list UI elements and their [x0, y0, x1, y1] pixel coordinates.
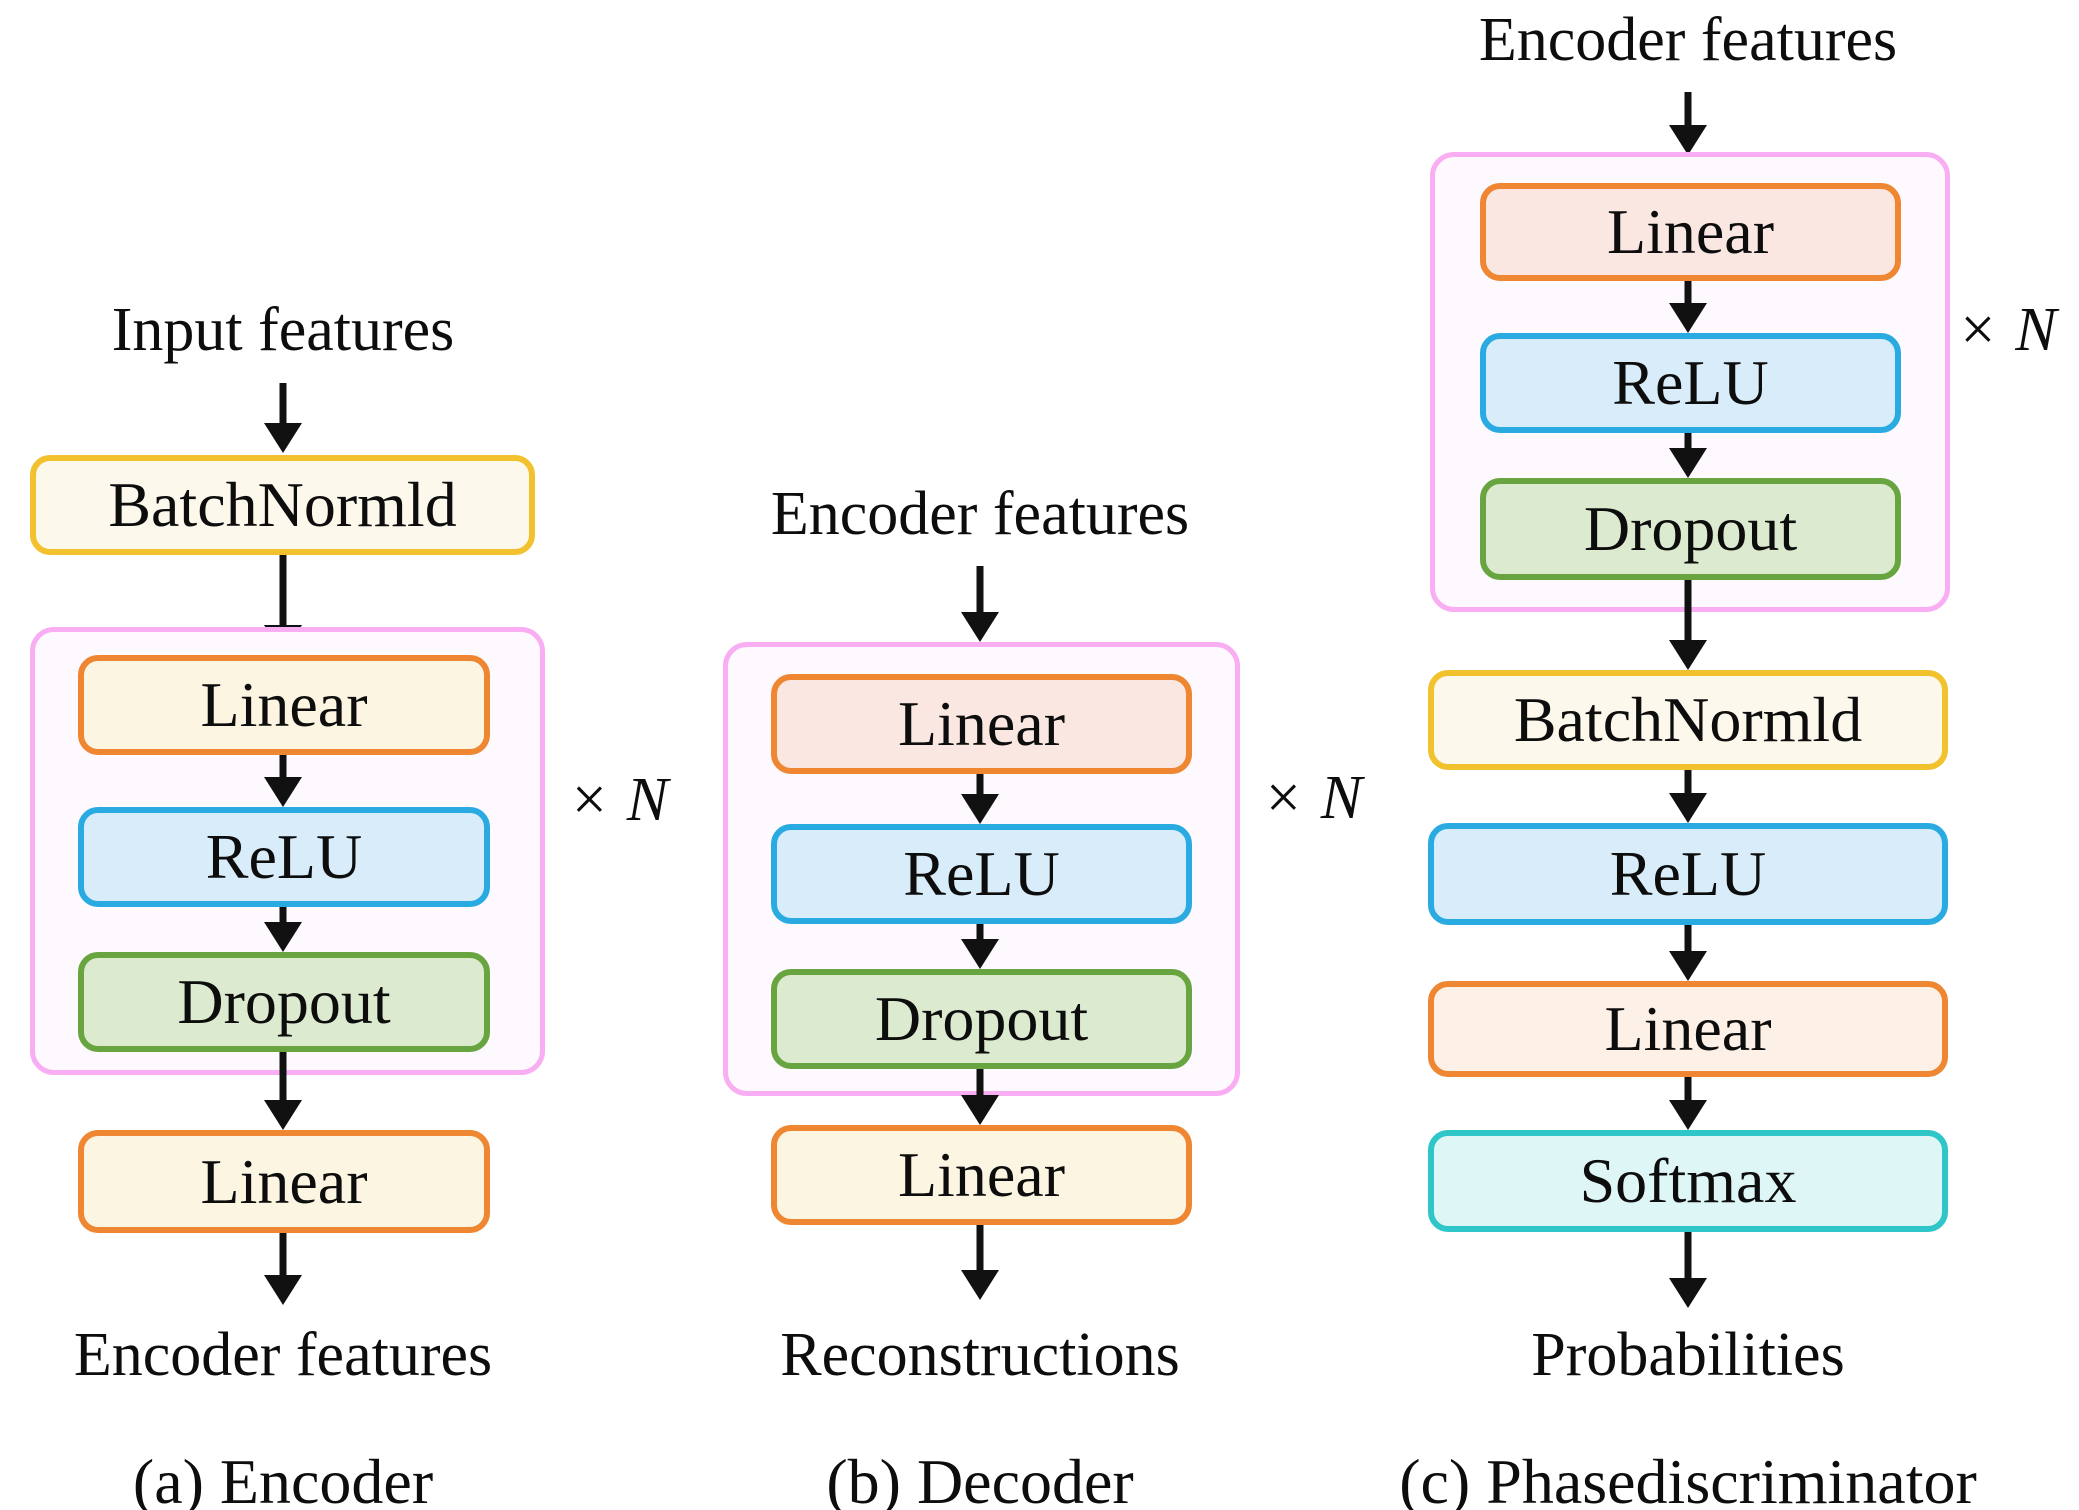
times-symbol: ×	[1265, 764, 1301, 832]
encoder-output-linear-block: Linear	[78, 1130, 490, 1233]
flow-arrow-icon	[1668, 92, 1708, 155]
flow-arrow-icon	[263, 1233, 303, 1305]
flow-arrow-icon	[1668, 925, 1708, 981]
decoder-output-label: Reconstructions	[780, 1321, 1180, 1389]
encoder-linear-block: Linear	[78, 655, 490, 755]
repeat-n: N	[626, 766, 669, 834]
repeat-n: N	[2015, 296, 2057, 364]
phasediscriminator-repeat-count: ×N	[1938, 290, 2079, 370]
phasediscriminator-output-label: Probabilities	[1531, 1321, 1845, 1389]
flow-arrow-icon	[263, 755, 303, 807]
decoder-input-label: Encoder features	[770, 480, 1190, 548]
encoder-repeat-count: ×N	[545, 760, 695, 840]
flow-arrow-icon	[1668, 1232, 1708, 1308]
encoder-caption: (a) Encoder	[132, 1446, 434, 1510]
encoder-dropout-block: Dropout	[78, 952, 490, 1052]
flow-arrow-icon	[263, 383, 303, 453]
phasediscriminator-dropout-block: Dropout	[1480, 478, 1901, 580]
phasediscriminator-batchnorm-block: BatchNormld	[1428, 670, 1948, 770]
repeat-n: N	[1320, 764, 1363, 832]
encoder-output-label: Encoder features	[73, 1321, 493, 1389]
decoder-caption: (b) Decoder	[826, 1446, 1134, 1510]
flow-arrow-icon	[960, 774, 1000, 824]
phasediscriminator-softmax-block: Softmax	[1428, 1130, 1948, 1232]
flow-arrow-icon	[263, 907, 303, 952]
flow-arrow-icon	[1668, 1077, 1708, 1130]
flow-arrow-icon	[960, 1225, 1000, 1300]
times-symbol: ×	[1960, 296, 1996, 364]
flow-arrow-icon	[1668, 770, 1708, 823]
decoder-output-linear-block: Linear	[771, 1125, 1192, 1225]
phasediscriminator-linear2-block: Linear	[1428, 981, 1948, 1077]
flow-arrow-icon	[1668, 580, 1708, 670]
phasediscriminator-relu2-block: ReLU	[1428, 823, 1948, 925]
flow-arrow-icon	[960, 1069, 1000, 1125]
decoder-linear-block: Linear	[771, 674, 1192, 774]
flow-arrow-icon	[960, 566, 1000, 642]
flow-arrow-icon	[1668, 281, 1708, 333]
phasediscriminator-relu-block: ReLU	[1480, 333, 1901, 433]
decoder-repeat-count: ×N	[1239, 758, 1389, 838]
flow-arrow-icon	[1668, 433, 1708, 478]
encoder-relu-block: ReLU	[78, 807, 490, 907]
decoder-relu-block: ReLU	[771, 824, 1192, 924]
flow-arrow-icon	[960, 924, 1000, 969]
phasediscriminator-caption: (c) Phasediscriminator	[1399, 1446, 1977, 1510]
flow-arrow-icon	[263, 1052, 303, 1130]
encoder-batchnorm-block: BatchNormld	[30, 455, 535, 555]
decoder-dropout-block: Dropout	[771, 969, 1192, 1069]
encoder-input-label: Input features	[111, 296, 455, 364]
times-symbol: ×	[571, 766, 607, 834]
phasediscriminator-linear-block: Linear	[1480, 183, 1901, 281]
phasediscriminator-input-label: Encoder features	[1478, 6, 1898, 74]
